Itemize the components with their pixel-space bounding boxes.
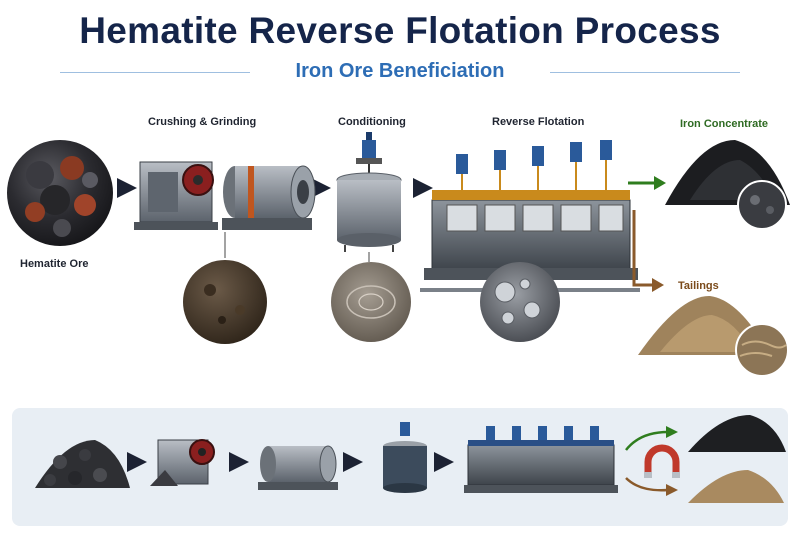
hematite-ore-image bbox=[7, 140, 113, 246]
stage-label-concentrate: Iron Concentrate bbox=[680, 118, 769, 130]
jaw-crusher-icon bbox=[134, 161, 218, 230]
summary-tailings-arrow bbox=[625, 477, 678, 496]
summary-concentrate-arrow bbox=[625, 426, 678, 451]
tailings-arrow bbox=[632, 210, 664, 292]
title-divider-right bbox=[550, 72, 740, 73]
froth-bubbles-image bbox=[480, 262, 560, 342]
flotation-cells-icon bbox=[420, 140, 640, 292]
summary-concentrate-pile bbox=[688, 415, 786, 452]
title-divider-left bbox=[60, 72, 250, 73]
ground-ore-image bbox=[183, 232, 267, 344]
summary-flotation-cells-icon bbox=[464, 426, 618, 493]
summary-conditioning-tank-icon bbox=[383, 422, 427, 493]
stage-label-flotation: Reverse Flotation bbox=[492, 116, 585, 128]
conditioned-slurry-image bbox=[331, 252, 411, 342]
summary-jaw-crusher-icon bbox=[150, 439, 215, 486]
stage-label-conditioning: Conditioning bbox=[338, 116, 406, 128]
summary-ore-pile bbox=[35, 440, 130, 488]
page-subtitle: Iron Ore Beneficiation bbox=[295, 60, 505, 82]
stage-label-crushing: Crushing & Grinding bbox=[148, 116, 257, 128]
page-title: Hematite Reverse Flotation Process bbox=[79, 10, 721, 51]
summary-tailings-pile bbox=[688, 470, 784, 503]
concentrate-arrow bbox=[628, 176, 666, 190]
conditioning-tank-icon bbox=[336, 132, 402, 252]
ball-mill-icon bbox=[222, 165, 316, 230]
summary-ball-mill-icon bbox=[258, 445, 338, 490]
tailings-pile bbox=[638, 295, 789, 377]
magnet-icon bbox=[644, 444, 680, 478]
stage-label-tailings: Tailings bbox=[678, 280, 719, 292]
stage-label-ore: Hematite Ore bbox=[20, 258, 89, 270]
iron-concentrate-pile bbox=[665, 140, 790, 230]
